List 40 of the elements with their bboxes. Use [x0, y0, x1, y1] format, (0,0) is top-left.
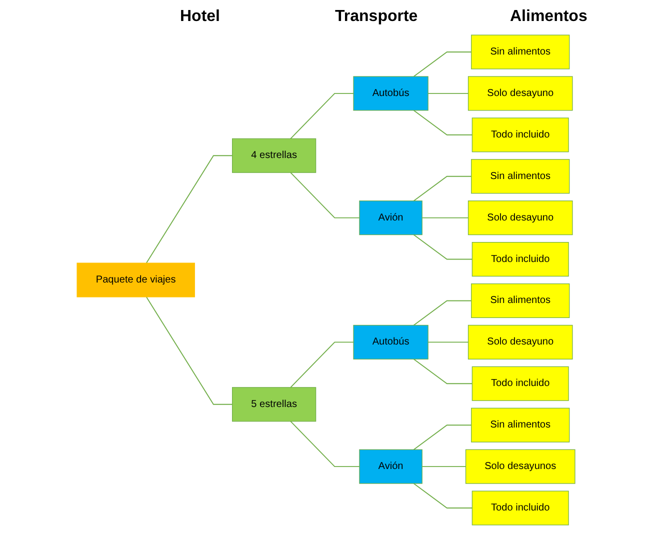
node-box: Paquete de viajes	[76, 262, 195, 298]
column-heading: Alimentos	[510, 8, 588, 26]
connector	[146, 296, 233, 405]
connector	[413, 483, 473, 508]
node-box: Avión	[359, 200, 422, 236]
connector	[290, 92, 354, 140]
node-box: Autobús	[353, 324, 428, 360]
node-box: Sin alimentos	[471, 34, 570, 70]
connector	[428, 92, 469, 94]
node-box: Autobús	[353, 76, 428, 111]
node-box: Solo desayuno	[468, 76, 573, 111]
connector	[413, 52, 472, 77]
connector	[413, 358, 473, 384]
node-box: Todo incluido	[472, 242, 569, 277]
node-box: Solo desayuno	[468, 324, 573, 360]
node-box: Todo incluido	[472, 118, 569, 152]
node-box: Sin alimentos	[471, 408, 570, 442]
node-box: Sin alimentos	[471, 159, 570, 194]
connector	[290, 172, 360, 218]
connector	[422, 466, 466, 468]
connector	[413, 300, 472, 326]
connector	[413, 234, 473, 260]
node-box: Sin alimentos	[471, 283, 570, 318]
connector	[290, 420, 360, 468]
connector	[413, 176, 472, 202]
node-box: Solo desayunos	[465, 449, 576, 484]
column-heading: Transporte	[335, 8, 418, 26]
connector	[146, 155, 233, 264]
node-box: Avión	[359, 449, 422, 484]
connector	[428, 342, 469, 343]
connector	[290, 342, 354, 388]
node-box: 5 estrellas	[232, 387, 316, 422]
connector	[413, 110, 473, 136]
node-box: Solo desayuno	[468, 200, 573, 236]
node-box: Todo incluido	[472, 490, 569, 526]
node-box: Todo incluido	[472, 366, 569, 401]
column-heading: Hotel	[180, 8, 220, 26]
connector	[422, 217, 469, 218]
node-box: 4 estrellas	[232, 138, 316, 173]
connector	[413, 424, 472, 450]
